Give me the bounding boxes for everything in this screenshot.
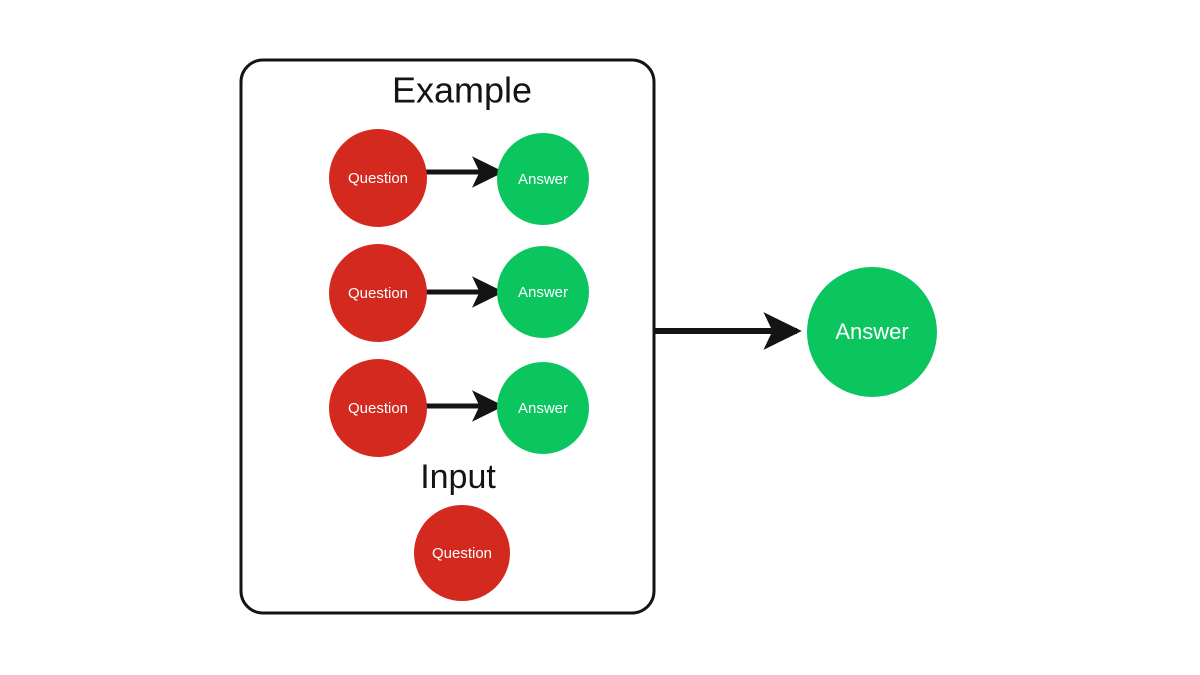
example-pair-1: Question Answer xyxy=(329,129,589,227)
output-answer-node[interactable] xyxy=(807,267,937,397)
example-answer-node-2[interactable] xyxy=(497,246,589,338)
example-question-node-1[interactable] xyxy=(329,129,427,227)
example-question-node-2[interactable] xyxy=(329,244,427,342)
example-answer-node-1[interactable] xyxy=(497,133,589,225)
example-answer-label-2: Answer xyxy=(518,284,568,301)
example-answer-node-3[interactable] xyxy=(497,362,589,454)
example-pair-2: Question Answer xyxy=(329,244,589,342)
input-question-node[interactable] xyxy=(414,505,510,601)
example-section-title: Example xyxy=(392,70,532,111)
input-section-title: Input xyxy=(420,458,496,496)
input-question-label: Question xyxy=(432,545,492,562)
example-pair-3: Question Answer xyxy=(329,359,589,457)
example-question-label-1: Question xyxy=(348,170,408,187)
output-answer-label: Answer xyxy=(835,319,908,344)
example-question-label-3: Question xyxy=(348,400,408,417)
example-question-node-3[interactable] xyxy=(329,359,427,457)
example-question-label-2: Question xyxy=(348,285,408,302)
example-answer-label-1: Answer xyxy=(518,171,568,188)
example-answer-label-3: Answer xyxy=(518,400,568,417)
